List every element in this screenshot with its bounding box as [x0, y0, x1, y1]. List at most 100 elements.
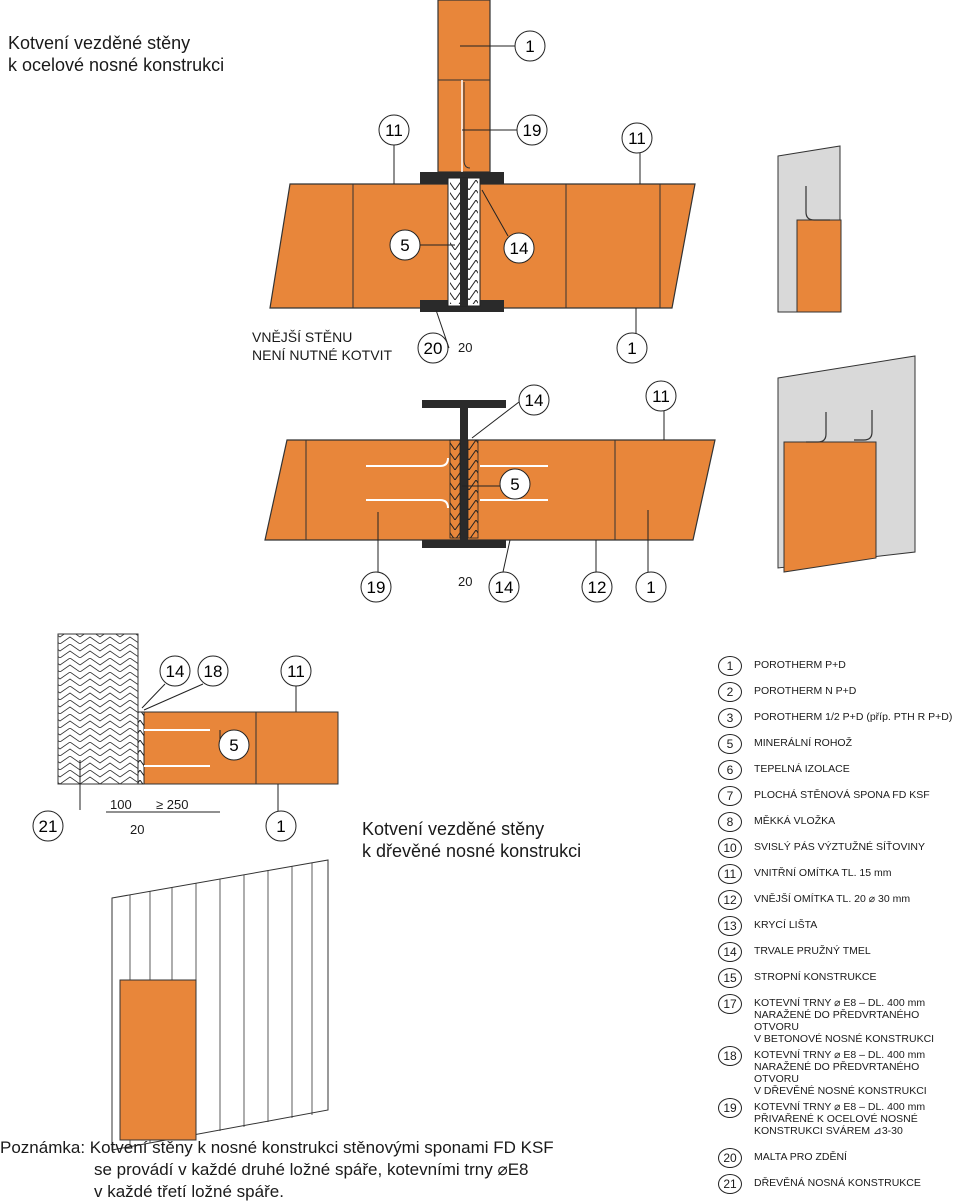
svg-text:20: 20 [424, 339, 443, 358]
legend-number: 5 [718, 734, 742, 754]
steel-title-line1: Kotvení vezděné stěny [8, 33, 191, 53]
callout-14-d: 14 [159, 655, 191, 687]
legend-item: 3 POROTHERM 1/2 P+D (příp. PTH R P+D) [718, 708, 952, 728]
dimension-labels: VNĚJŠÍ STĚNU NENÍ NUTNÉ KOTVIT 20 20 100… [110, 329, 472, 837]
legend-item: 7 PLOCHÁ STĚNOVÁ SPONA FD KSF [718, 786, 930, 806]
callout-1-top: 1 [514, 30, 546, 62]
callout-19-a: 19 [516, 114, 548, 146]
steel-title-line2: k ocelové nosné konstrukci [8, 55, 225, 75]
legend-number: 8 [718, 812, 742, 832]
svg-text:14: 14 [166, 662, 185, 681]
callout-11-d: 11 [280, 655, 312, 687]
legend-number: 15 [718, 968, 742, 988]
legend-text: POROTHERM 1/2 P+D (příp. PTH R P+D) [754, 711, 953, 723]
legend-number: 14 [718, 942, 742, 962]
callout-19-b: 19 [360, 571, 392, 603]
svg-text:VNĚJŠÍ STĚNU: VNĚJŠÍ STĚNU [252, 329, 352, 345]
wood-section-title: Kotvení vezděné stěny k dřevěné nosné ko… [362, 818, 581, 862]
svg-text:14: 14 [525, 391, 544, 410]
svg-text:11: 11 [287, 662, 305, 681]
legend-number: 12 [718, 890, 742, 910]
svg-text:5: 5 [400, 236, 409, 255]
legend-item: 20 MALTA PRO ZDĚNÍ [718, 1148, 847, 1168]
legend-text: KOTEVNÍ TRNY ⌀ E8 – DL. 400 mm PŘIVAŘENÉ… [754, 1101, 926, 1137]
callout-21: 21 [32, 810, 64, 842]
svg-text:11: 11 [628, 129, 646, 148]
legend-number: 10 [718, 838, 742, 858]
legend-number: 13 [718, 916, 742, 936]
callout-11-a: 11 [378, 114, 410, 146]
wood-structure [57, 633, 339, 785]
wood-side-view [111, 859, 329, 1151]
svg-text:14: 14 [510, 239, 529, 258]
callout-11-c: 11 [645, 380, 677, 412]
legend-item: 10 SVISLÝ PÁS VÝZTUŽNÉ SÍŤOVINY [718, 838, 925, 858]
svg-text:20: 20 [458, 574, 472, 589]
legend-text: MINERÁLNÍ ROHOŽ [754, 737, 853, 749]
svg-text:20: 20 [130, 822, 144, 837]
legend-item: 6 TEPELNÁ IZOLACE [718, 760, 850, 780]
legend-text: KOTEVNÍ TRNY ⌀ E8 – DL. 400 mm NARAŽENÉ … [754, 997, 935, 1045]
note-line2: se provádí v každé druhé ložné spáře, ko… [94, 1160, 529, 1179]
svg-text:19: 19 [367, 578, 386, 597]
legend-item: 8 MĚKKÁ VLOŽKA [718, 812, 835, 832]
legend-text: POROTHERM N P+D [754, 685, 857, 697]
callout-14-c: 14 [488, 571, 520, 603]
legend-text: TEPELNÁ IZOLACE [754, 763, 850, 775]
callouts: 1 11 19 11 5 14 20 1 14 11 5 19 14 12 1 … [32, 30, 677, 842]
top-wall-column [437, 0, 491, 173]
legend-number: 3 [718, 708, 742, 728]
svg-text:5: 5 [510, 475, 519, 494]
legend-number: 11 [718, 864, 742, 884]
legend-item: 2 POROTHERM N P+D [718, 682, 856, 702]
wood-title-line1: Kotvení vezděné stěny [362, 819, 545, 839]
legend-text: MĚKKÁ VLOŽKA [754, 815, 836, 827]
steel-section-title: Kotvení vezděné stěny k ocelové nosné ko… [8, 32, 224, 76]
callout-18: 18 [197, 655, 229, 687]
svg-text:20: 20 [458, 340, 472, 355]
svg-text:18: 18 [204, 662, 223, 681]
svg-text:14: 14 [495, 578, 514, 597]
legend-text: KOTEVNÍ TRNY ⌀ E8 – DL. 400 mm NARAŽENÉ … [754, 1049, 927, 1097]
legend-number: 20 [718, 1148, 742, 1168]
note-line1: Poznámka: Kotvení stěny k nosné konstruk… [0, 1138, 554, 1157]
callout-1-a: 1 [616, 332, 648, 364]
leader-lines [79, 45, 665, 813]
callout-1-b: 1 [635, 571, 667, 603]
legend-number: 18 [718, 1046, 742, 1066]
callout-14-b: 14 [518, 384, 550, 416]
svg-text:≥ 250: ≥ 250 [156, 797, 188, 812]
svg-text:19: 19 [523, 121, 542, 140]
svg-text:21: 21 [39, 817, 58, 836]
legend-text: VNITŘNÍ OMÍTKA TL. 15 mm [754, 867, 892, 879]
callout-1-c: 1 [265, 810, 297, 842]
svg-text:1: 1 [276, 817, 285, 836]
legend-number: 1 [718, 656, 742, 676]
legend-item: 15 STROPNÍ KONSTRUKCE [718, 968, 877, 988]
callout-14-a: 14 [503, 232, 535, 264]
legend-item: 17 KOTEVNÍ TRNY ⌀ E8 – DL. 400 mm NARAŽEN… [718, 994, 960, 1045]
svg-text:12: 12 [588, 578, 607, 597]
legend-number: 7 [718, 786, 742, 806]
legend-text: MALTA PRO ZDĚNÍ [754, 1151, 847, 1163]
top-wall-horizontal [269, 172, 696, 312]
legend-text: POROTHERM P+D [754, 659, 846, 671]
svg-text:1: 1 [525, 37, 534, 56]
legend-text: PLOCHÁ STĚNOVÁ SPONA FD KSF [754, 789, 930, 801]
svg-text:5: 5 [229, 736, 238, 755]
legend-number: 6 [718, 760, 742, 780]
legend-text: STROPNÍ KONSTRUKCE [754, 971, 877, 983]
legend-item: 5 MINERÁLNÍ ROHOŽ [718, 734, 852, 754]
legend-text: SVISLÝ PÁS VÝZTUŽNÉ SÍŤOVINY [754, 841, 925, 853]
legend-item: 1 POROTHERM P+D [718, 656, 846, 676]
callout-12: 12 [581, 571, 613, 603]
legend-item: 11 VNITŘNÍ OMÍTKA TL. 15 mm [718, 864, 892, 884]
legend-number: 2 [718, 682, 742, 702]
legend-number: 17 [718, 994, 742, 1014]
legend-text: DŘEVĚNÁ NOSNÁ KONSTRUKCE [754, 1177, 921, 1189]
